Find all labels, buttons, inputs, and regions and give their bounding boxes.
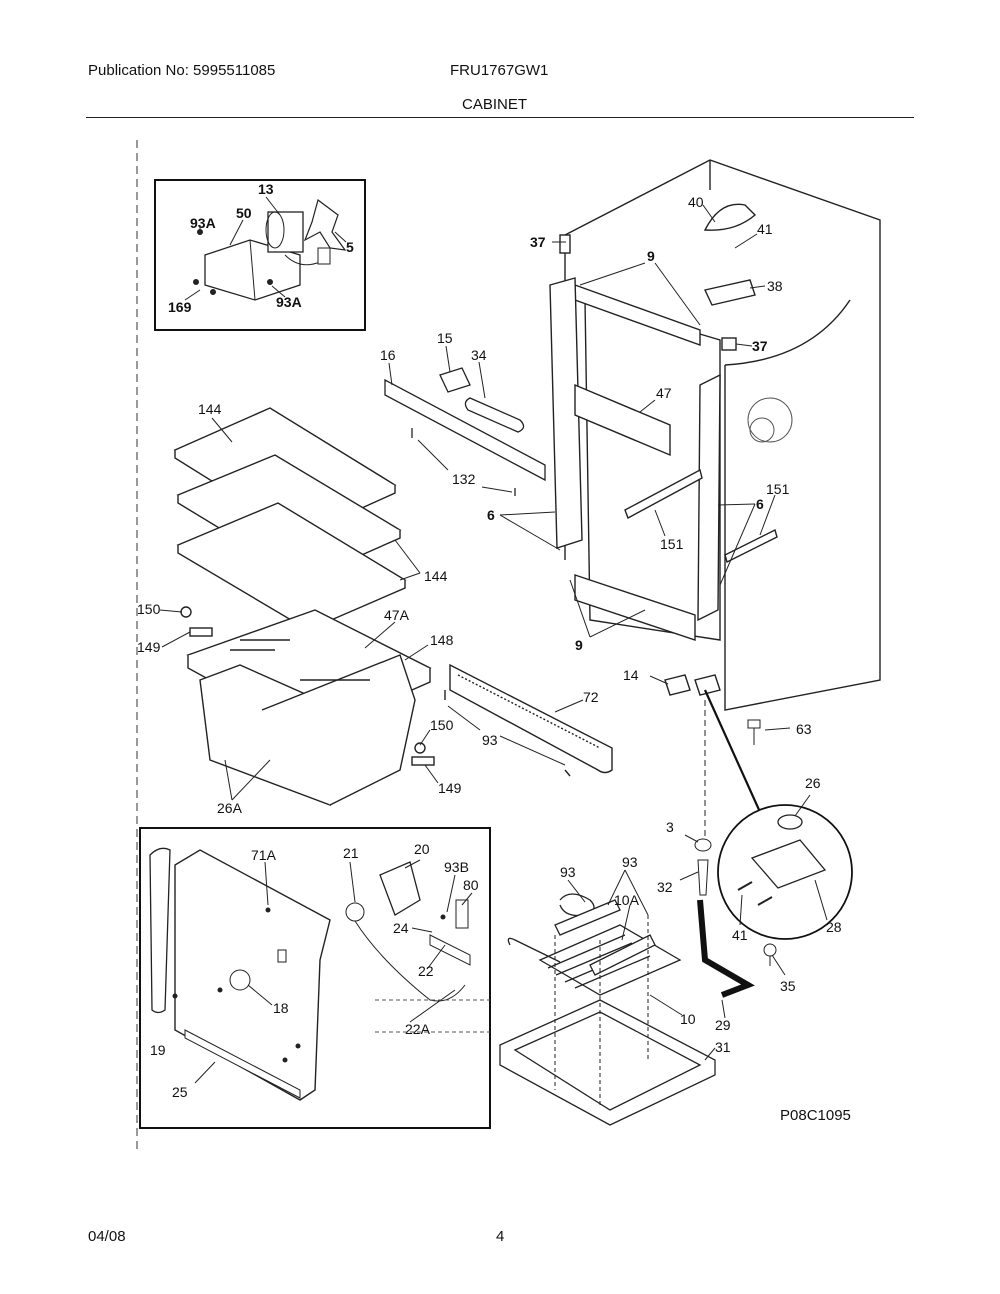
callout-label: 10A xyxy=(614,892,640,908)
callout-label: 25 xyxy=(172,1084,188,1100)
callout-label: 9 xyxy=(647,248,655,264)
callout-label: 151 xyxy=(766,481,790,497)
callout-label: 148 xyxy=(430,632,454,648)
grille-leaders xyxy=(447,699,584,766)
header-rule xyxy=(86,117,914,118)
callout-label: 151 xyxy=(660,536,684,552)
callout-label: 21 xyxy=(343,845,359,861)
callout-label: 47A xyxy=(384,607,410,623)
callout-label: 41 xyxy=(732,927,748,943)
callout-label: 22 xyxy=(418,963,434,979)
hinge-detail xyxy=(694,689,853,940)
callout-label: 150 xyxy=(430,717,454,733)
screw-63 xyxy=(747,719,761,745)
callout-label: 32 xyxy=(657,879,673,895)
callout-label: 93A xyxy=(276,294,302,310)
light-leaders xyxy=(388,345,513,493)
callout-label: 38 xyxy=(767,278,783,294)
callout-label: 13 xyxy=(258,181,274,197)
cabinet-leaders xyxy=(499,204,791,731)
drain-leaders xyxy=(554,869,726,1108)
footer-date: 04/08 xyxy=(88,1228,126,1245)
callout-label: 28 xyxy=(826,919,842,935)
callout-label: 16 xyxy=(380,347,396,363)
callout-label: 9 xyxy=(575,637,583,653)
callout-label: 14 xyxy=(623,667,639,683)
callout-label: 34 xyxy=(471,347,487,363)
callout-label: 37 xyxy=(530,234,546,250)
clip-35 xyxy=(763,943,777,966)
callout-label: 40 xyxy=(688,194,704,210)
callout-label: 18 xyxy=(273,1000,289,1016)
callout-label: 169 xyxy=(168,299,192,315)
callout-label: 47 xyxy=(656,385,672,401)
callout-label: 80 xyxy=(463,877,479,893)
lower-inset-leaders xyxy=(194,859,473,1084)
hinge-leaders xyxy=(679,794,828,976)
callout-label: 132 xyxy=(452,471,476,487)
callout-label: 35 xyxy=(780,978,796,994)
callout-label: 71A xyxy=(251,847,277,863)
callout-label: 150 xyxy=(137,601,161,617)
callout-label: 144 xyxy=(424,568,448,584)
crisper-leaders xyxy=(159,609,439,801)
callout-label: 149 xyxy=(137,639,161,655)
callout-label: 26A xyxy=(217,800,243,816)
cabinet xyxy=(549,159,881,711)
model-number: FRU1767GW1 xyxy=(450,62,549,79)
callout-label: 5 xyxy=(346,239,354,255)
evaporator-cover-inset xyxy=(139,827,491,1129)
callout-label: 24 xyxy=(393,920,409,936)
callout-label: 26 xyxy=(805,775,821,791)
toe-grille xyxy=(444,663,613,777)
callout-label: 93A xyxy=(190,215,216,231)
callout-label: 19 xyxy=(150,1042,166,1058)
figure-code: P08C1095 xyxy=(780,1107,851,1124)
callout-label: 144 xyxy=(198,401,222,417)
callout-label: 93 xyxy=(560,864,576,880)
evaporator-drain-assembly xyxy=(499,893,755,1126)
callout-label: 3 xyxy=(666,819,674,835)
callout-label: 29 xyxy=(715,1017,731,1033)
callout-label: 10 xyxy=(680,1011,696,1027)
callout-label: 50 xyxy=(236,205,252,221)
crisper-assembly xyxy=(180,606,435,807)
callout-label: 31 xyxy=(715,1039,731,1055)
section-title: CABINET xyxy=(462,96,528,113)
callout-label: 22A xyxy=(405,1021,431,1037)
callout-label: 72 xyxy=(583,689,599,705)
shelves xyxy=(173,407,407,631)
publication-number: Publication No: 5995511085 xyxy=(88,62,276,79)
cabinet-side-circles xyxy=(747,397,793,443)
shelf-leaders xyxy=(211,417,421,581)
callout-label: 41 xyxy=(757,221,773,237)
callout-label: 93 xyxy=(482,732,498,748)
callout-label: 63 xyxy=(796,721,812,737)
callout-label: 93 xyxy=(622,854,638,870)
callout-label: 93B xyxy=(444,859,469,875)
footer-page-number: 4 xyxy=(496,1228,505,1245)
callout-label: 37 xyxy=(752,338,768,354)
callout-label: 6 xyxy=(487,507,495,523)
callout-label: 20 xyxy=(414,841,430,857)
callout-label: 149 xyxy=(438,780,462,796)
fan-motor-inset: 13 93A 50 5 169 93A xyxy=(154,179,366,331)
light-assembly xyxy=(384,367,546,496)
callout-label: 15 xyxy=(437,330,453,346)
callout-label: 6 xyxy=(756,496,764,512)
